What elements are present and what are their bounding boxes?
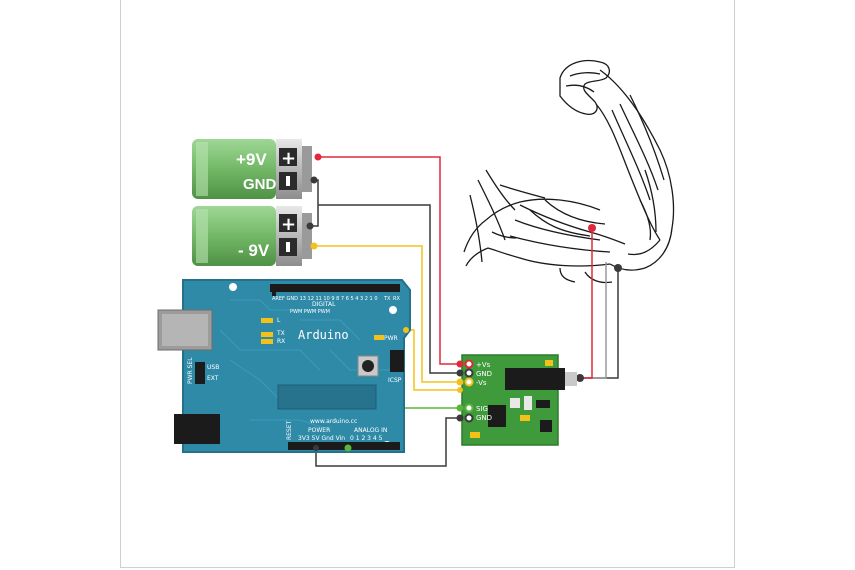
arduino-brand: Arduino bbox=[298, 328, 349, 342]
wire-red-end bbox=[456, 360, 464, 368]
wire-dark-gnd2 bbox=[315, 417, 460, 467]
emg-sensor-board: +Vs GND -Vs SIG GND bbox=[461, 354, 577, 446]
battery-top-gnd: GND bbox=[243, 176, 277, 193]
arduino-ext-label: EXT bbox=[207, 375, 219, 382]
electrode-jack-end bbox=[576, 374, 584, 382]
arduino-analog-pins: 0 1 2 3 4 5 bbox=[350, 435, 383, 442]
arduino-a0-pin bbox=[344, 444, 352, 452]
arduino-tx-label: TX bbox=[276, 330, 285, 337]
arduino-pwr-sel-label: PWR SEL bbox=[187, 357, 194, 384]
battery-top-plus-terminal bbox=[314, 153, 322, 161]
battery-bottom-plus-sign: + bbox=[281, 214, 296, 235]
battery-bottom-minus-terminal bbox=[310, 242, 318, 250]
arduino-pwm-labels: PWM PWM PWM bbox=[290, 309, 330, 315]
battery-bottom-junction bbox=[306, 222, 314, 230]
electrode-red bbox=[588, 224, 596, 232]
arduino-gnd-pin bbox=[313, 445, 319, 451]
arduino-header-top-label: AREF GND 13 12 11 10 9 8 7 6 5 4 3 2 1 0 bbox=[272, 296, 378, 302]
arduino-5v-pin bbox=[403, 327, 409, 333]
arduino-tx-top: TX bbox=[383, 296, 391, 302]
wire-dark-end bbox=[456, 414, 464, 422]
wire-yellow-arduino bbox=[406, 329, 460, 391]
arduino-l-label: L bbox=[277, 317, 281, 324]
wire-red-vs-plus bbox=[318, 156, 460, 365]
sensor-pin-vs-minus-label: -Vs bbox=[476, 379, 487, 387]
arduino-pwr-label: PWR bbox=[384, 335, 398, 342]
arduino-board: Arduino www.arduino.cc DIGITAL TX RX L P… bbox=[157, 279, 411, 453]
wire-electrode-black bbox=[580, 268, 619, 379]
wire-green-end bbox=[456, 404, 464, 412]
wire-yellow-vs-minus bbox=[314, 245, 460, 383]
electrode-black bbox=[614, 264, 622, 272]
wire-yellow-end-2 bbox=[457, 387, 463, 393]
wire-yellow-end bbox=[456, 378, 464, 386]
sensor-pin-sig-label: SIG bbox=[476, 405, 488, 413]
battery-bottom-voltage: - 9V bbox=[238, 241, 270, 260]
wire-black-gnd bbox=[318, 204, 460, 374]
arduino-power-pins: 3V3 5V Gnd Vin bbox=[298, 435, 345, 442]
arduino-usb-label: USB bbox=[207, 364, 219, 371]
battery-top-gnd-terminal bbox=[310, 176, 318, 184]
arduino-digital-label: DIGITAL bbox=[312, 301, 336, 308]
arduino-icsp-label: ICSP bbox=[388, 377, 402, 384]
battery-top: +9V GND + bbox=[192, 139, 312, 199]
flexed-arm-illustration bbox=[463, 59, 675, 284]
sensor-pin-vs-plus-label: +Vs bbox=[476, 361, 491, 369]
arduino-reset-label: RESET bbox=[286, 420, 293, 440]
wire-black-end bbox=[456, 369, 464, 377]
arduino-rx-top: RX bbox=[393, 296, 400, 302]
arduino-power-label: POWER bbox=[308, 427, 330, 434]
battery-top-voltage: +9V bbox=[236, 150, 267, 169]
battery-bottom: - 9V + bbox=[192, 206, 312, 266]
sensor-pin-gnd2-label: GND bbox=[476, 414, 492, 422]
sensor-pin-gnd1-label: GND bbox=[476, 370, 492, 378]
arduino-analog-label: ANALOG IN bbox=[354, 427, 387, 434]
arduino-url: www.arduino.cc bbox=[310, 418, 357, 425]
battery-top-plus-sign: + bbox=[281, 148, 296, 169]
arduino-rx-label: RX bbox=[277, 338, 285, 345]
